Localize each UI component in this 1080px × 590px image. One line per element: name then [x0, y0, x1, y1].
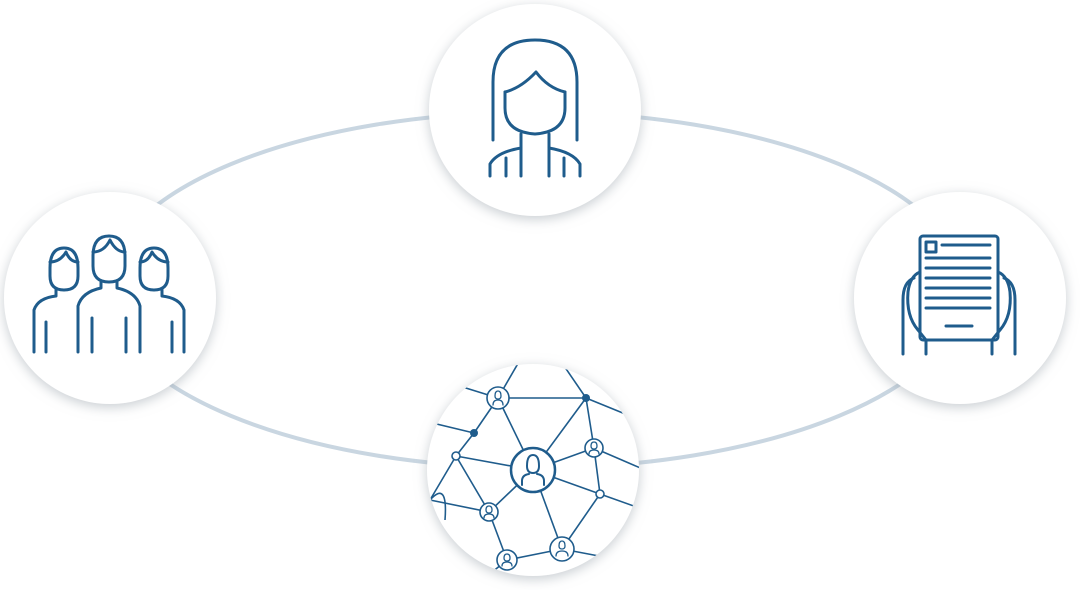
- woman-icon: [488, 38, 582, 178]
- node-circle-left: [4, 192, 216, 404]
- node-circle-top: [429, 4, 641, 216]
- group-icon: [32, 234, 186, 354]
- tablet-document-icon: [901, 234, 1017, 356]
- network-icon: [427, 364, 639, 576]
